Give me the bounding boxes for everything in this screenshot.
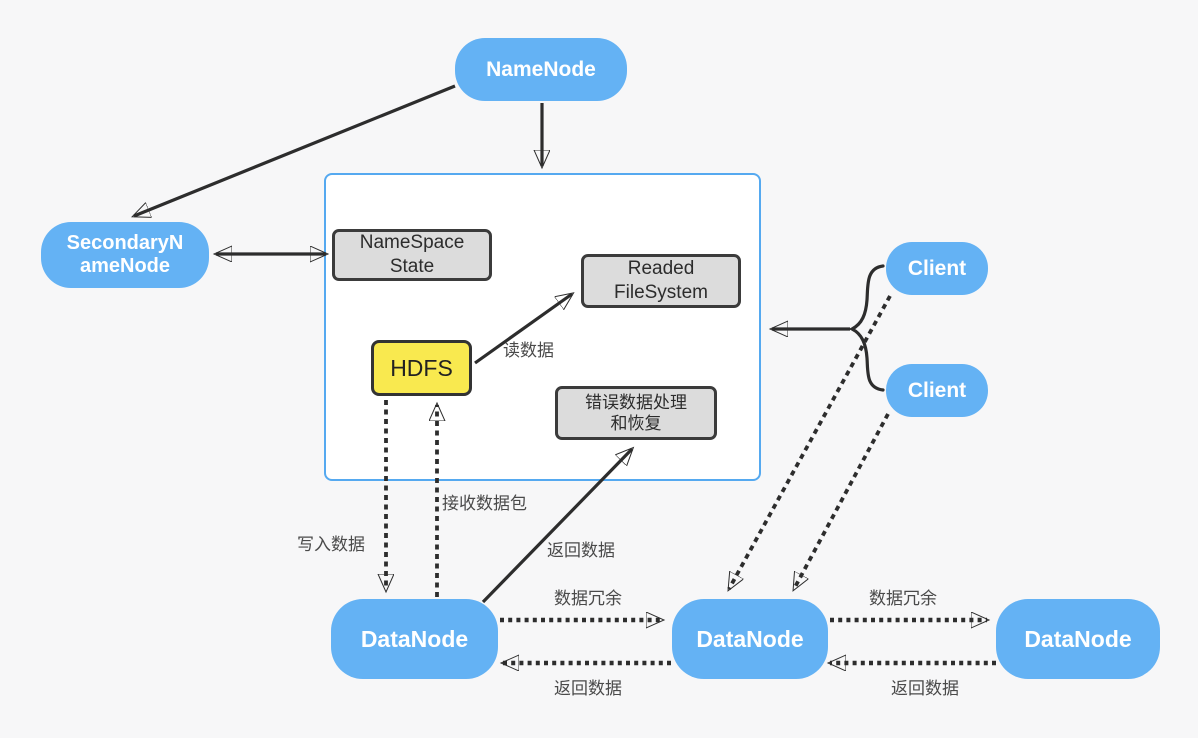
node-datanode-right-label: DataNode <box>1024 625 1132 652</box>
node-secondary-namenode-line1: SecondaryN <box>66 232 184 254</box>
edge-label-receive-packet: 接收数据包 <box>442 494 527 513</box>
node-datanode-left: DataNode <box>331 599 498 679</box>
box-namespace-state: NameSpace State <box>332 229 492 281</box>
box-readed-filesystem: Readed FileSystem <box>581 254 741 308</box>
node-namenode-label: NameNode <box>486 57 596 81</box>
edge-label-redundancy-right: 数据冗余 <box>869 589 937 608</box>
box-hdfs-label: HDFS <box>390 354 453 381</box>
box-hdfs: HDFS <box>371 340 472 396</box>
node-datanode-middle-label: DataNode <box>696 625 804 652</box>
node-datanode-left-label: DataNode <box>360 625 469 652</box>
edge-label-return-data-left: 返回数据 <box>554 679 622 698</box>
box-readed-filesystem-line1: Readed <box>627 258 695 280</box>
edge-label-redundancy-left: 数据冗余 <box>554 589 622 608</box>
node-client-bottom-label: Client <box>907 378 967 402</box>
box-readed-filesystem-line2: FileSystem <box>614 282 708 303</box>
box-error-handling-line1: 错误数据处理 <box>585 392 687 412</box>
edge-label-return-data-right: 返回数据 <box>891 679 959 698</box>
node-datanode-middle: DataNode <box>672 599 828 679</box>
edge-label-return-data-upper: 返回数据 <box>547 541 615 560</box>
node-client-bottom: Client <box>886 364 988 417</box>
node-secondary-namenode: SecondaryN ameNode <box>41 222 209 288</box>
arrow-client-bottom-to-datanode-middle <box>792 413 890 589</box>
edge-label-read-data: 读数据 <box>503 341 554 360</box>
clients-brace <box>848 264 885 392</box>
box-namespace-state-line1: NameSpace <box>359 232 465 254</box>
box-namespace-state-line2: State <box>389 256 435 277</box>
node-secondary-namenode-line2: ameNode <box>79 255 171 277</box>
box-error-handling: 错误数据处理 和恢复 <box>555 386 717 440</box>
node-client-top: Client <box>886 242 988 295</box>
node-namenode: NameNode <box>455 38 627 101</box>
node-datanode-right: DataNode <box>996 599 1160 679</box>
edge-label-write-data: 写入数据 <box>297 535 365 554</box>
node-client-top-label: Client <box>907 256 967 280</box>
box-error-handling-line2: 和恢复 <box>610 414 662 433</box>
